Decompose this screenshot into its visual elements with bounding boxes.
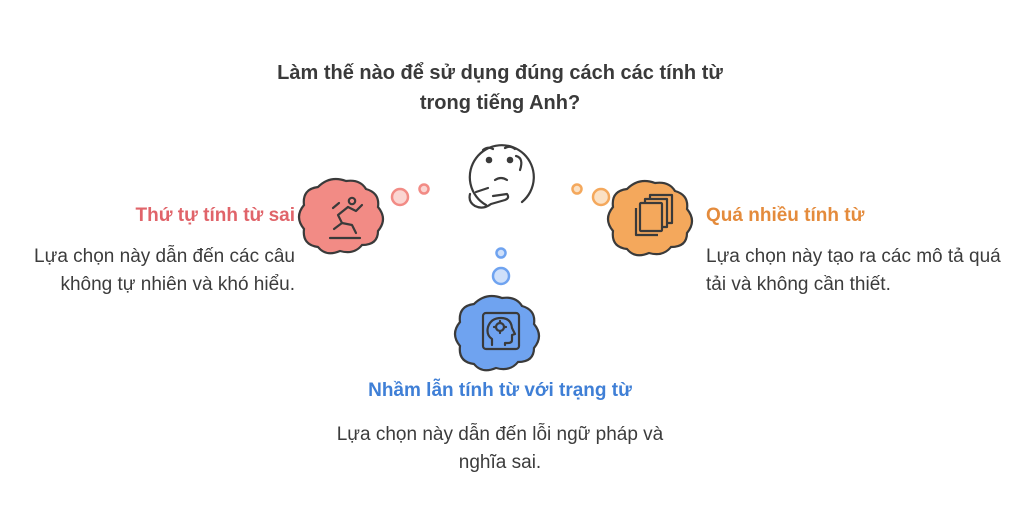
wrong-order-heading: Thứ tự tính từ sai	[135, 205, 296, 226]
too-many-adjectives-blob	[606, 179, 694, 257]
connector-dots-bottom	[491, 247, 511, 286]
too-many-adjectives-heading: Quá nhiều tính từ	[706, 205, 865, 226]
stacked-documents-icon	[634, 193, 674, 237]
adverb-confusion-heading: Nhầm lẫn tính từ với trạng từ	[368, 380, 632, 401]
adverb-confusion-blob	[453, 294, 541, 372]
falling-person-icon	[328, 196, 364, 240]
question-title: Làm thế nào để sử dụng đúng cách các tín…	[277, 62, 723, 114]
adverb-confusion-description: Lựa chọn này dẫn đến lỗi ngữ pháp và ngh…	[336, 424, 664, 473]
connector-dots-left	[390, 183, 430, 207]
too-many-adjectives-description: Lựa chọn này tạo ra các mô tả quá tải và…	[706, 246, 1001, 295]
connector-dots-right	[571, 183, 611, 207]
wrong-order-blob	[297, 177, 385, 255]
thinking-face-icon	[468, 144, 535, 209]
brain-head-icon	[481, 311, 521, 351]
wrong-order-description: Lựa chọn này dẫn đến các câu không tự nh…	[34, 246, 295, 295]
